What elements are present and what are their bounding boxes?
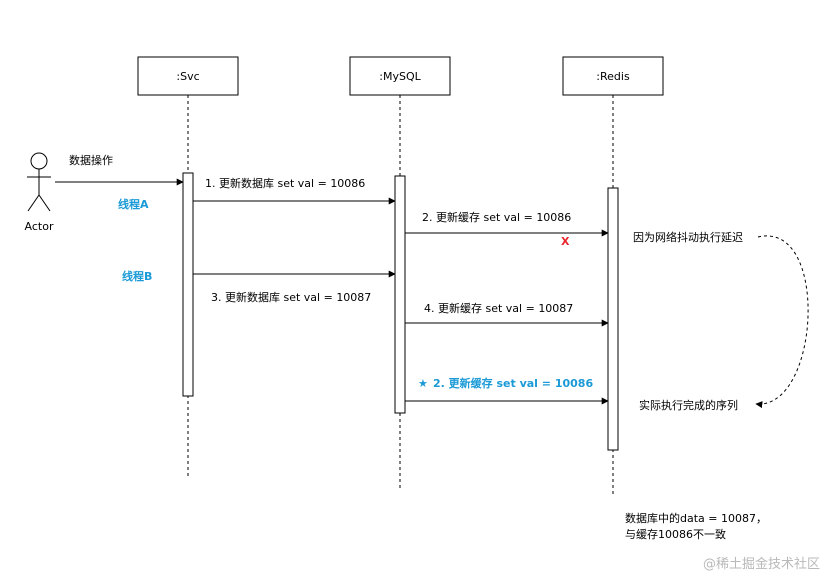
svg-text::Svc: :Svc	[176, 70, 199, 83]
svg-text::Redis: :Redis	[596, 70, 630, 83]
message-3-label: 3. 更新数据库 set val = 10087	[211, 290, 371, 304]
actual-sequence-note: 实际执行完成的序列	[639, 398, 738, 412]
message-2-label: 2. 更新缓存 set val = 10086	[422, 210, 571, 224]
activation-svc	[182, 172, 194, 397]
actor-action-label: 数据操作	[69, 153, 113, 167]
actor-label: Actor	[25, 220, 54, 233]
actor-figure	[27, 152, 51, 212]
participant-mysql: :MySQL	[349, 56, 451, 96]
thread-a-label: 线程A	[118, 197, 149, 211]
star-icon: ★	[418, 377, 428, 390]
activation-redis	[607, 187, 619, 451]
message-4-label: 4. 更新缓存 set val = 10087	[424, 301, 573, 315]
svg-text::MySQL: :MySQL	[379, 70, 421, 83]
participant-redis: :Redis	[562, 56, 664, 96]
message-1-label: 1. 更新数据库 set val = 10086	[205, 176, 365, 190]
delay-note: 因为网络抖动执行延迟	[633, 230, 743, 244]
participant-svc: :Svc	[137, 56, 239, 96]
fail-mark: X	[561, 235, 570, 248]
delay-curve-arrow	[755, 235, 809, 409]
result-note: 数据库中的data = 10087， 与缓存10086不一致	[625, 511, 767, 543]
result-line-2: 与缓存10086不一致	[625, 528, 726, 541]
thread-b-label: 线程B	[122, 269, 152, 283]
activation-mysql	[394, 175, 406, 414]
message-2-delayed-label: 2. 更新缓存 set val = 10086	[433, 376, 593, 390]
result-line-1: 数据库中的data = 10087，	[625, 512, 767, 525]
watermark: @稀土掘金技术社区	[702, 557, 820, 572]
